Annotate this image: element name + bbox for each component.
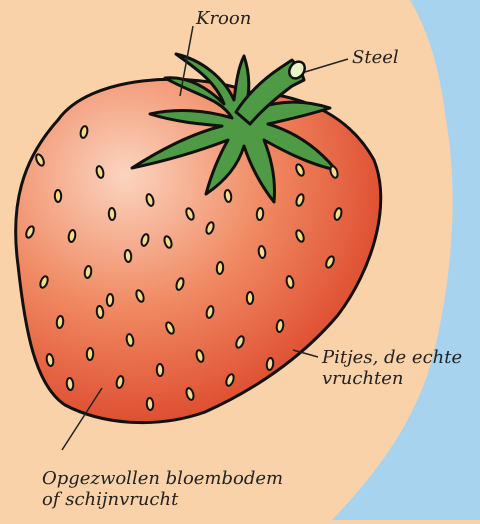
receptacle-label: Opgezwollen bloembodem of schijnvrucht [42,468,283,510]
stem-leader-line [305,59,348,72]
receptacle-label-line-2: of schijnvrucht [42,489,283,510]
seed [224,190,232,203]
seed [108,208,115,220]
seed [96,306,104,319]
seeds-label-line-2: vruchten [322,368,462,389]
seed [84,266,92,279]
seed [124,250,131,263]
seed [66,378,74,391]
seed [266,358,274,371]
seed [106,294,113,306]
seed [157,364,164,376]
seeds-label-line-1: Pitjes, de echte [322,347,462,368]
seed [146,398,153,410]
seed [216,262,223,274]
receptacle-label-line-1: Opgezwollen bloembodem [42,468,283,489]
seeds-label: Pitjes, de echte vruchten [322,347,462,389]
seed [247,292,253,304]
seed [87,348,94,360]
crown-label: Kroon [196,8,251,29]
seed [55,190,62,202]
seed [256,208,263,221]
stem-label: Steel [352,47,399,68]
seed [56,316,64,329]
